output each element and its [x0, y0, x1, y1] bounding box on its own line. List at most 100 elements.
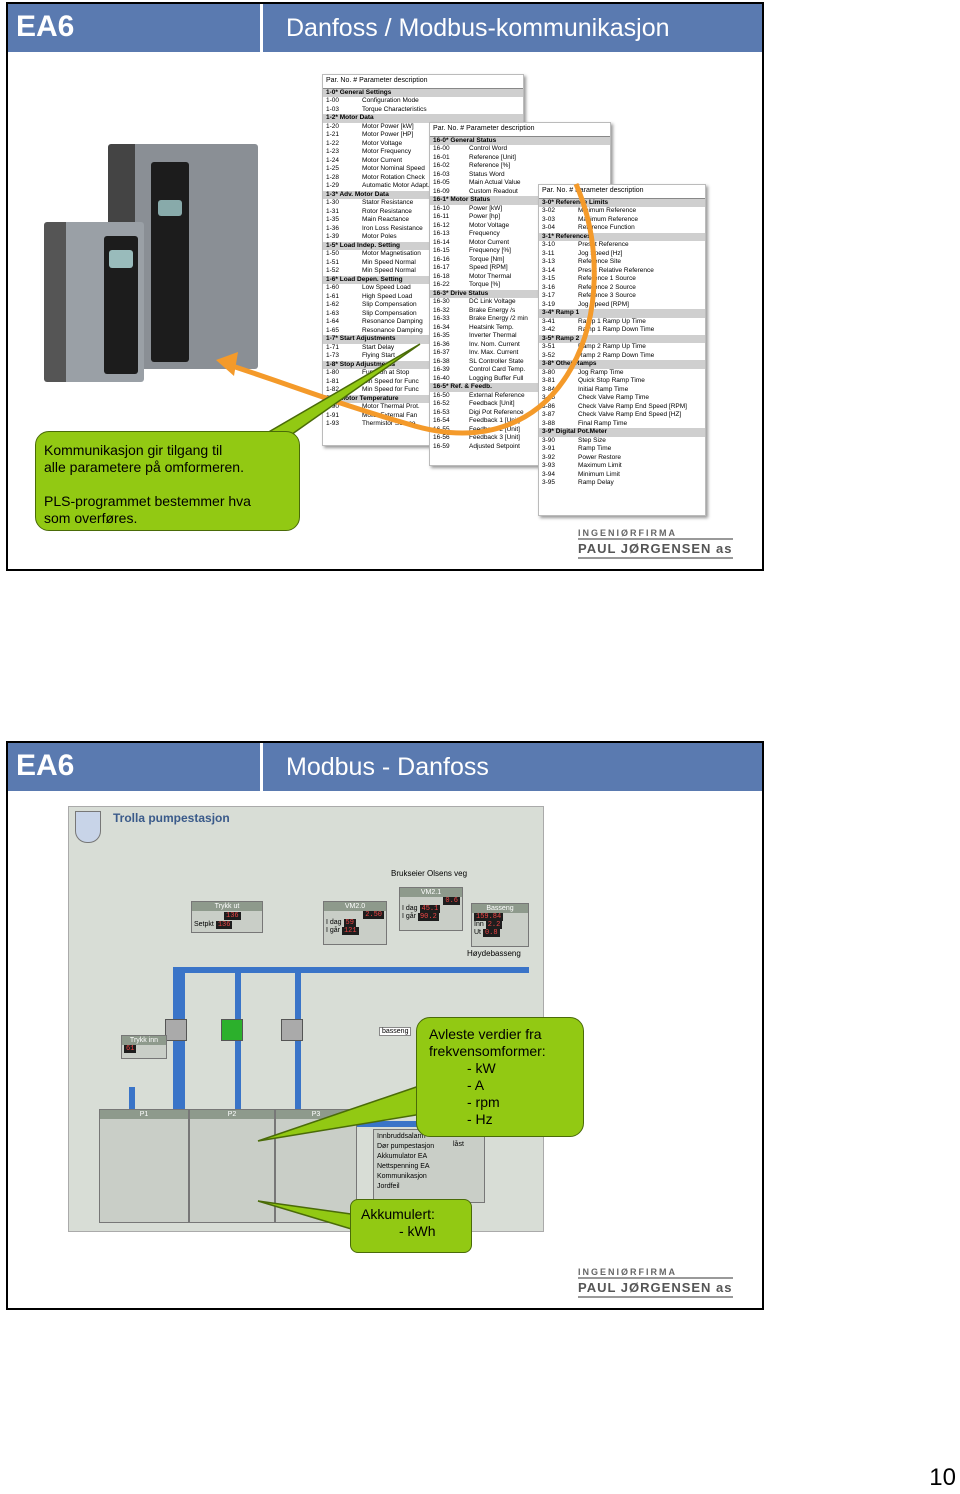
parameter-description: Maximum Limit	[578, 462, 622, 469]
parameter-description: Reference 1 Source	[578, 275, 636, 282]
parameter-description: Check Valve Ramp End Speed [HZ]	[578, 411, 682, 418]
parameter-description: Control Word	[469, 145, 508, 152]
parameter-row: 3-5* Ramp 2	[539, 334, 705, 343]
parameter-number: 3-16	[542, 283, 556, 291]
parameter-number: 3-51	[542, 343, 556, 350]
parameter-number: 3-15	[542, 275, 556, 282]
pump-icon-p3[interactable]	[281, 1019, 303, 1041]
parameter-row: 1-7* Start Adjustments	[323, 335, 523, 344]
parameter-number: 16-52	[433, 400, 450, 407]
parameter-description: Motor Nominal Speed	[362, 165, 425, 172]
panel-header: Trykk ut	[192, 902, 262, 911]
parameter-row: 1-5* Load Indep. Setting	[323, 241, 523, 250]
parameter-description: Main Reactance	[362, 216, 409, 223]
parameter-number: 1-93	[326, 420, 340, 427]
parameter-number: 16-09	[433, 187, 450, 195]
crest-icon	[75, 811, 101, 843]
parameter-row: 3-1* References	[539, 232, 705, 241]
slide-title: Modbus - Danfoss	[286, 753, 489, 781]
trykk-inn-panel: Trykk inn 61	[121, 1035, 167, 1059]
parameter-number: 16-33	[433, 315, 450, 322]
parameter-description: Motor Rotation Check	[362, 173, 425, 181]
parameter-description: Resonance Damping	[362, 326, 423, 334]
slide-header: EA6 Modbus - Danfoss	[8, 743, 762, 791]
vm21-value-3: 90.2	[417, 913, 439, 921]
parameter-number: 1-36	[326, 224, 340, 232]
parameter-description: Power Restore	[578, 453, 621, 461]
alarm-item: Jordfeil	[377, 1183, 400, 1190]
basseng-panel: Basseng 159.84 Inn 2.2 Ut 0.8	[471, 903, 529, 947]
basseng-small-label: basseng	[379, 1027, 412, 1036]
brukseier-label: Brukseier Olsens veg	[391, 869, 468, 878]
vm21-value-2: 45.1	[419, 905, 441, 913]
parameter-description: Motor Power [HP]	[362, 131, 414, 138]
parameter-description: Configuration Mode	[362, 97, 419, 104]
parameter-number: 16-18	[433, 272, 450, 280]
parameter-description: Motor Frequency	[362, 148, 412, 155]
parameter-description: Motor Poles	[362, 233, 397, 240]
parameter-number: 3-1* References	[542, 232, 591, 240]
idag-label: I dag	[326, 919, 342, 926]
parameter-number: 16-12	[433, 221, 450, 229]
info-bubble: Kommunikasjon gir tilgang til alle param…	[35, 431, 300, 531]
parameter-description: Frequency	[469, 230, 500, 237]
parameter-description: Ramp 2 Ramp Down Time	[578, 351, 655, 359]
parameter-number: 1-0* General Settings	[326, 88, 392, 96]
large-drive-panel	[151, 162, 189, 362]
panel-header: Trykk inn	[122, 1036, 166, 1045]
parameter-description: Reference [Unit]	[469, 153, 516, 161]
parameter-number: 1-62	[326, 301, 340, 308]
parameter-number: 1-23	[326, 148, 340, 155]
trykk-ut-value: 136	[224, 912, 241, 920]
parameter-description: Reference 3 Source	[578, 292, 636, 299]
small-drive-display	[109, 250, 133, 268]
parameter-row: 3-93 Maximum Limit	[539, 462, 705, 471]
parameter-description: Logging Buffer Full	[469, 374, 524, 382]
parameter-description: Resonance Damping	[362, 318, 423, 325]
parameter-row: 1-3* Adv. Motor Data	[323, 190, 523, 199]
parameter-description: Minimum Limit	[578, 470, 620, 478]
inlet-pipe	[129, 1087, 135, 1127]
pump-icon-p2[interactable]	[221, 1019, 243, 1041]
parameter-number: 16-17	[433, 264, 450, 271]
parameter-number: 1-39	[326, 233, 340, 240]
parameter-description: Rotor Resistance	[362, 207, 412, 215]
pump-panel-p1: P1	[99, 1109, 189, 1223]
vm20-panel: VM2.0 2.50 I dag 59 I går 121	[323, 901, 387, 945]
parameter-number: 16-59	[433, 442, 450, 450]
pump-icon-p1[interactable]	[165, 1019, 187, 1041]
parameter-description: Function at Stop	[362, 369, 410, 376]
parameter-number: 1-51	[326, 258, 340, 266]
parameter-number: 16-15	[433, 247, 450, 254]
parameter-description: Power [kW]	[469, 204, 503, 212]
parameter-number: 16-1* Motor Status	[433, 196, 491, 203]
parameter-number: 1-80	[326, 369, 340, 376]
parameter-description: Custom Readout	[469, 187, 518, 195]
parameter-number: 16-54	[433, 417, 450, 424]
parameter-description: Frequency [%]	[469, 247, 511, 254]
parameter-number: 16-30	[433, 298, 450, 305]
parameter-number: 3-93	[542, 462, 556, 469]
trykk-ut-panel: Trykk ut 136 Setpkt 136	[191, 901, 263, 933]
logo-bottom: PAUL JØRGENSEN as	[578, 1277, 733, 1298]
parameter-row: 16-15 Frequency [%]	[430, 247, 610, 256]
